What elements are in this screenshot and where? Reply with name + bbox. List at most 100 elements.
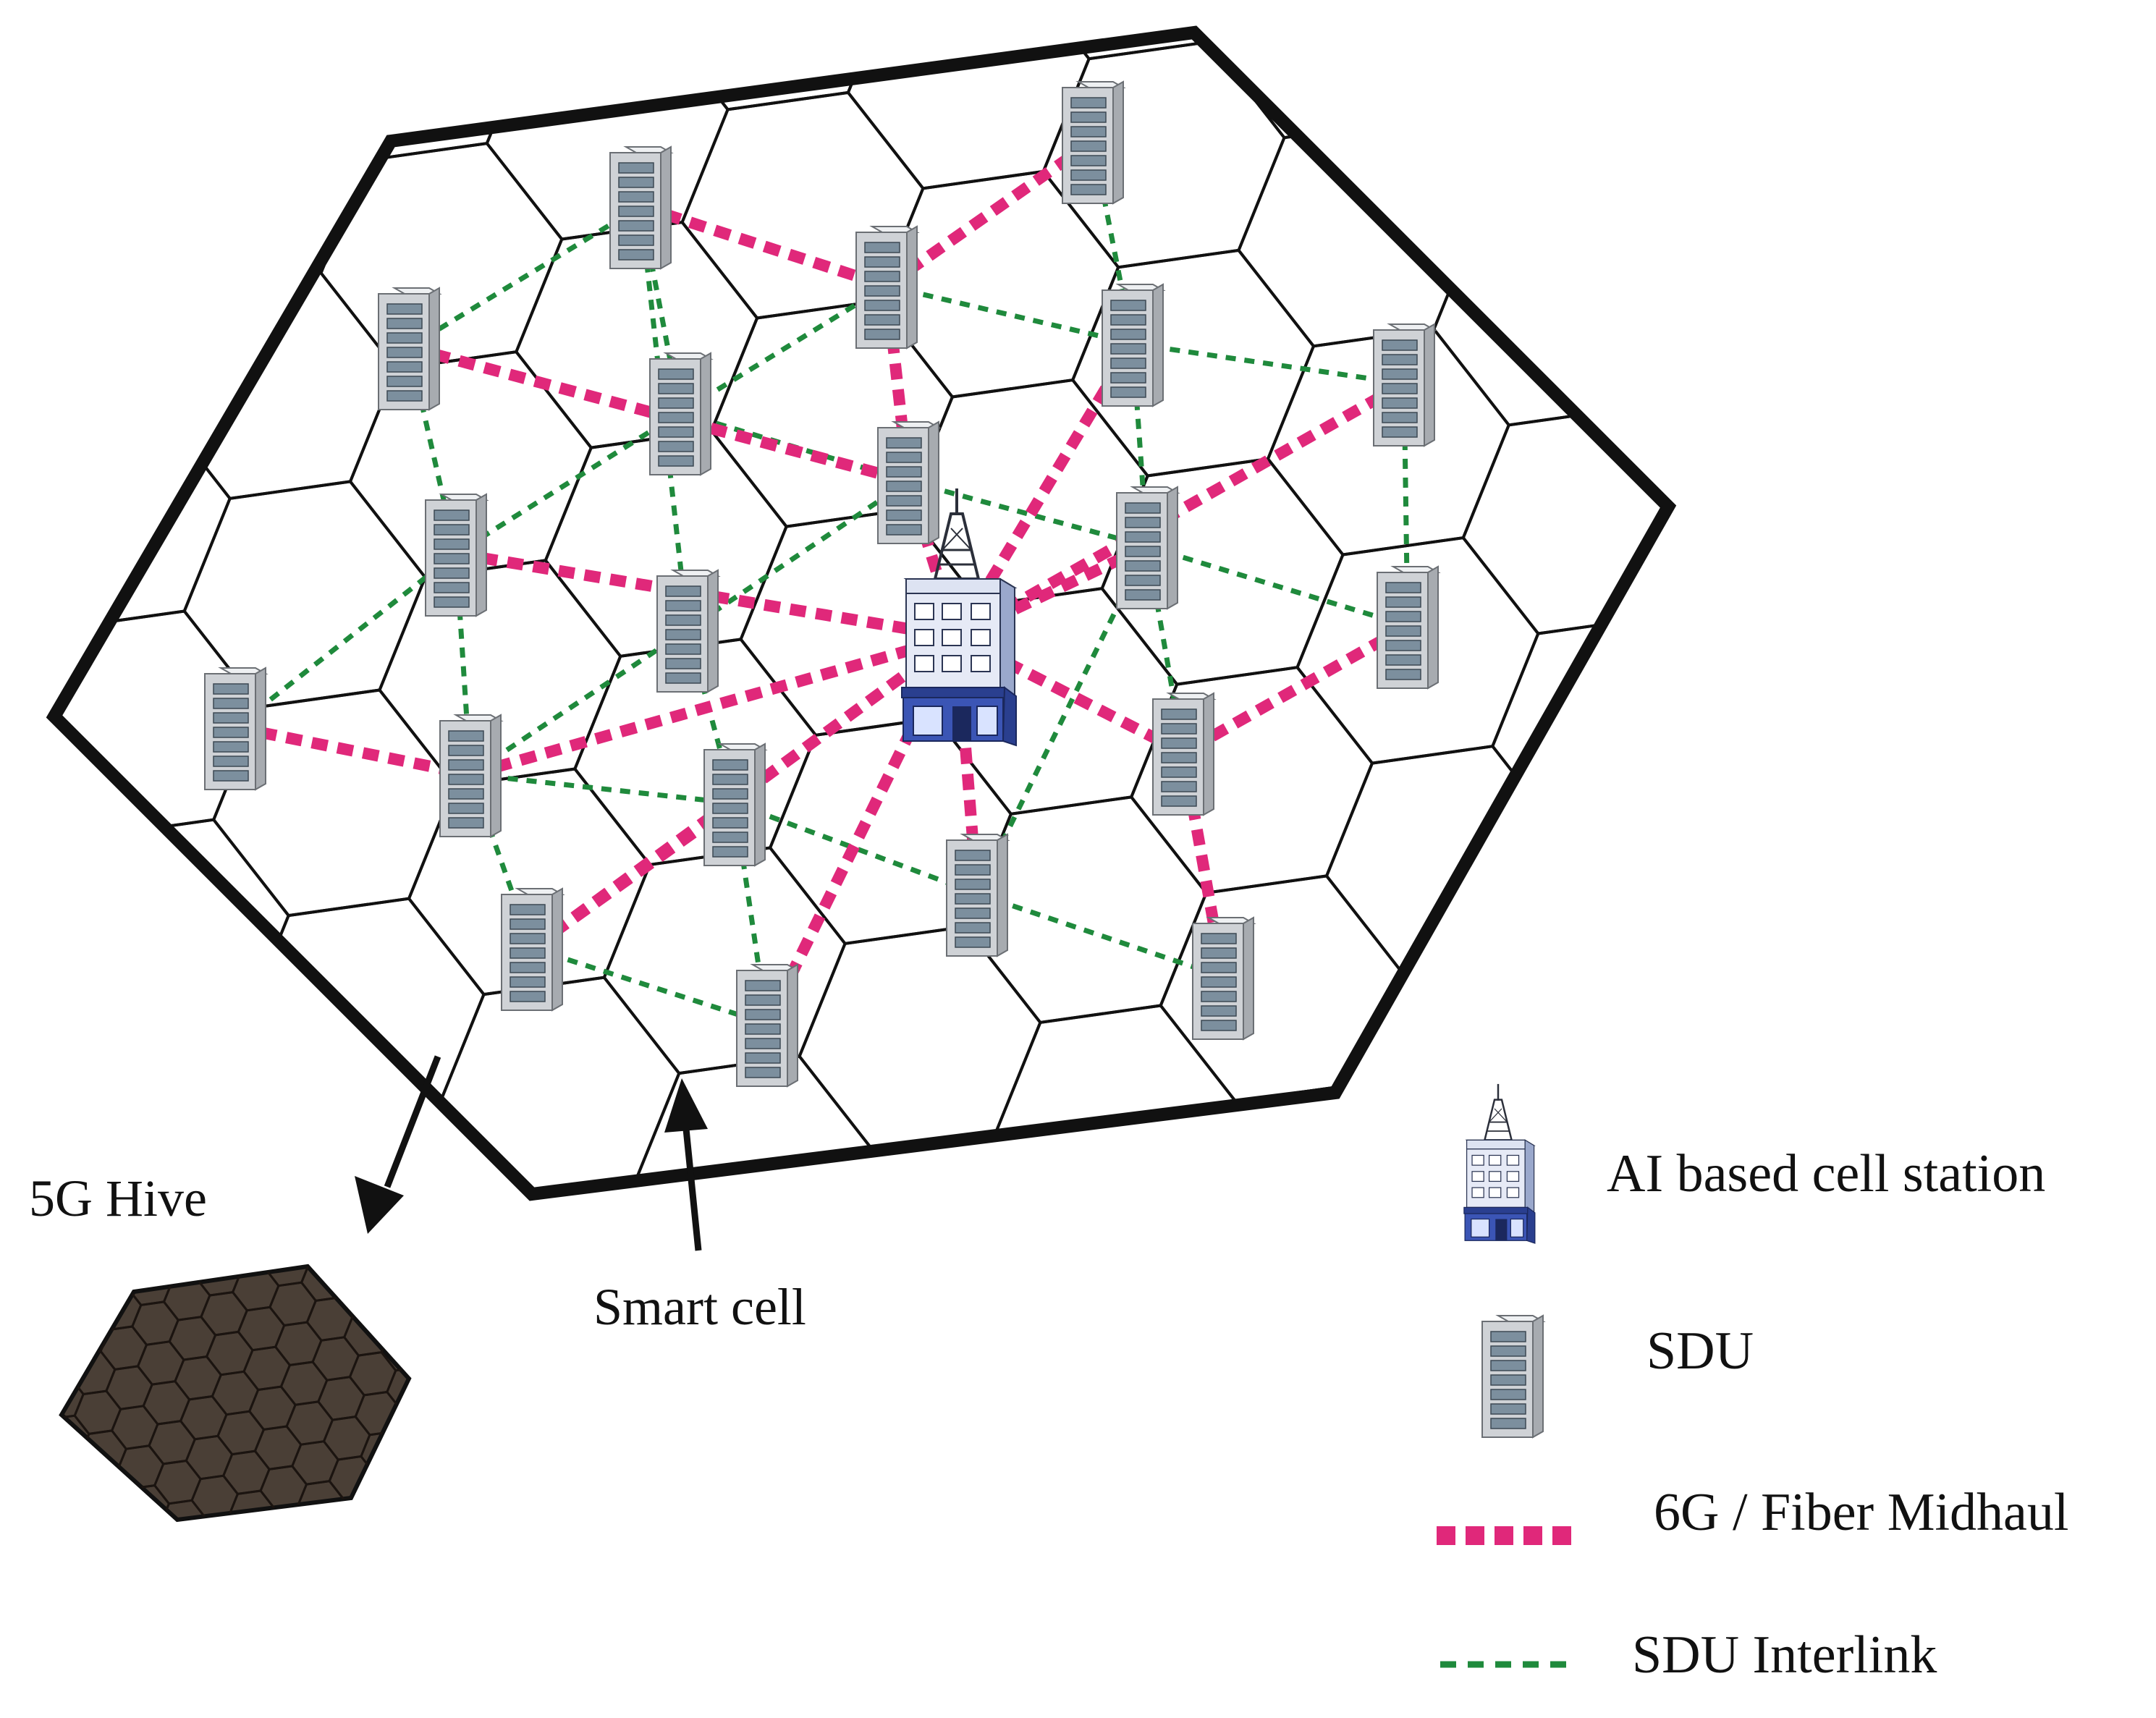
mini-hive-cell — [334, 1494, 383, 1520]
mini-hive-cell — [103, 1590, 148, 1633]
hive-arrow-head — [355, 1176, 404, 1234]
mini-hive-cell — [172, 1580, 217, 1622]
legend-ai-cell-station-label: AI based cell station — [1607, 1144, 2046, 1203]
sdu-icon — [877, 421, 939, 544]
mini-hive-cell — [60, 1535, 106, 1578]
mini-hive-cell — [391, 1405, 409, 1452]
hive-5g-label: 5G Hive — [29, 1169, 207, 1227]
smart-cell-arrow-line — [682, 1128, 702, 1251]
sdu-icon — [946, 834, 1008, 957]
sdu-interlink-line — [686, 479, 910, 632]
mini-hive-cell — [0, 1306, 4, 1349]
mini-hive-cell — [28, 1560, 74, 1602]
mini-hive-cell — [259, 1203, 305, 1245]
smart-cell-hexagon — [54, 33, 173, 213]
mini-hive-cell — [88, 1266, 137, 1292]
mini-hive-cell — [62, 1494, 102, 1520]
fiber-midhaul-line — [234, 722, 472, 780]
mini-hive-cell — [97, 1550, 143, 1593]
mini-hive-cell — [413, 1303, 459, 1345]
mini-hive-cell — [0, 1361, 46, 1404]
mini-hive-cell — [462, 1397, 507, 1440]
smart-cell-hexagon — [1461, 406, 1668, 635]
mini-hive-cell — [439, 1238, 485, 1281]
mini-hive-cell — [12, 1440, 57, 1483]
mini-hive-cell — [397, 1445, 409, 1491]
smart-cell-hexagon — [1375, 0, 1616, 8]
sdu-icon — [1377, 566, 1439, 689]
mini-hive-cell — [62, 1266, 68, 1301]
sdu-interlink-line — [407, 204, 642, 350]
mini-hive-cell — [196, 1514, 245, 1520]
fiber-midhaul-line — [954, 378, 1407, 642]
mini-hive-cell — [265, 1505, 313, 1520]
legend-station-icon — [1463, 1083, 1536, 1245]
mini-hive-cell — [478, 1517, 524, 1560]
mini-hive-cell — [341, 1536, 386, 1578]
sdu-icon — [656, 570, 719, 693]
mini-hive-cell — [0, 1242, 30, 1285]
smart-cell-hexagon — [1024, 1214, 1265, 1440]
sdu-interlink-line — [1146, 543, 1409, 629]
mini-hive-cell — [62, 1295, 74, 1341]
smart-cell-hexagon — [1568, 33, 1668, 89]
sdu-icon — [439, 714, 502, 837]
mini-hive-cell — [400, 1266, 409, 1268]
fiber-midhaul-line — [954, 541, 1150, 643]
fiber-midhaul-line — [407, 342, 910, 487]
sdu-interlink-line — [679, 284, 888, 415]
mini-hive-cell — [0, 1282, 35, 1324]
sdu-interlink-line — [886, 283, 1133, 347]
mini-hive-cell — [386, 1366, 409, 1412]
mini-hive-cell — [71, 1615, 117, 1657]
sdu-icon — [1102, 284, 1164, 407]
smart-cell-hexagon — [0, 115, 5, 341]
sdu-icon — [855, 226, 918, 349]
mini-hive-cell — [62, 1518, 70, 1520]
smart-cell-hexagon — [846, 33, 1091, 190]
sdu-interlink-line — [470, 771, 735, 806]
mini-hive-cell — [430, 1422, 475, 1465]
mini-hive-cell — [424, 1382, 470, 1425]
mini-hive-cell — [302, 1519, 351, 1520]
mini-hive-cell — [166, 1540, 211, 1583]
smart-cell-hexagon — [54, 192, 203, 421]
mini-hive-cell — [140, 1604, 185, 1647]
sdu-icon — [609, 146, 672, 269]
fiber-midhaul-line — [468, 631, 959, 780]
mini-hive-cell — [365, 1470, 409, 1516]
mini-hive-cell — [410, 1526, 455, 1569]
mini-hive-cell — [450, 1318, 496, 1361]
sdu-interlink-line — [1130, 343, 1150, 547]
mini-hive-cell — [378, 1551, 423, 1594]
mini-hive-cell — [226, 1266, 274, 1272]
mini-hive-cell — [415, 1566, 460, 1609]
smart-cell-hexagon — [153, 271, 398, 500]
smart-cell-hexagon — [1657, 485, 1668, 714]
mini-hive-cell — [374, 1286, 409, 1332]
mini-hive-cell — [234, 1531, 280, 1573]
smart-cell-hexagon — [54, 401, 232, 630]
smart-cell-hexagon — [827, 1133, 1072, 1194]
mini-hive-cell — [309, 1560, 355, 1603]
sdu-icon — [204, 667, 266, 790]
smart-cell-hexagon — [0, 0, 142, 2]
sdu-node-layer — [204, 81, 1439, 1087]
smart-cell-hexagon — [1598, 68, 1668, 297]
fiber-midhaul-line — [638, 200, 889, 292]
sdu-icon — [1192, 917, 1254, 1040]
smart-cell-hexagon — [95, 33, 339, 83]
legend-sdu-icon — [1481, 1315, 1544, 1438]
mini-hive-cell — [0, 1386, 14, 1429]
mini-hive-cell — [240, 1570, 286, 1613]
mini-hive-cell — [290, 1178, 336, 1221]
legend-sdu-label: SDU — [1646, 1321, 1754, 1381]
smart-cell-hexagon — [798, 925, 1042, 1154]
sdu-icon — [649, 352, 711, 475]
fiber-midhaul-line — [761, 634, 963, 1027]
sdu-icon — [736, 964, 798, 1087]
mini-hive-cell — [419, 1342, 465, 1385]
mini-hive-cell — [84, 1469, 133, 1515]
mini-hive-cell — [0, 1544, 37, 1587]
sdu-interlink-line — [530, 945, 769, 1027]
